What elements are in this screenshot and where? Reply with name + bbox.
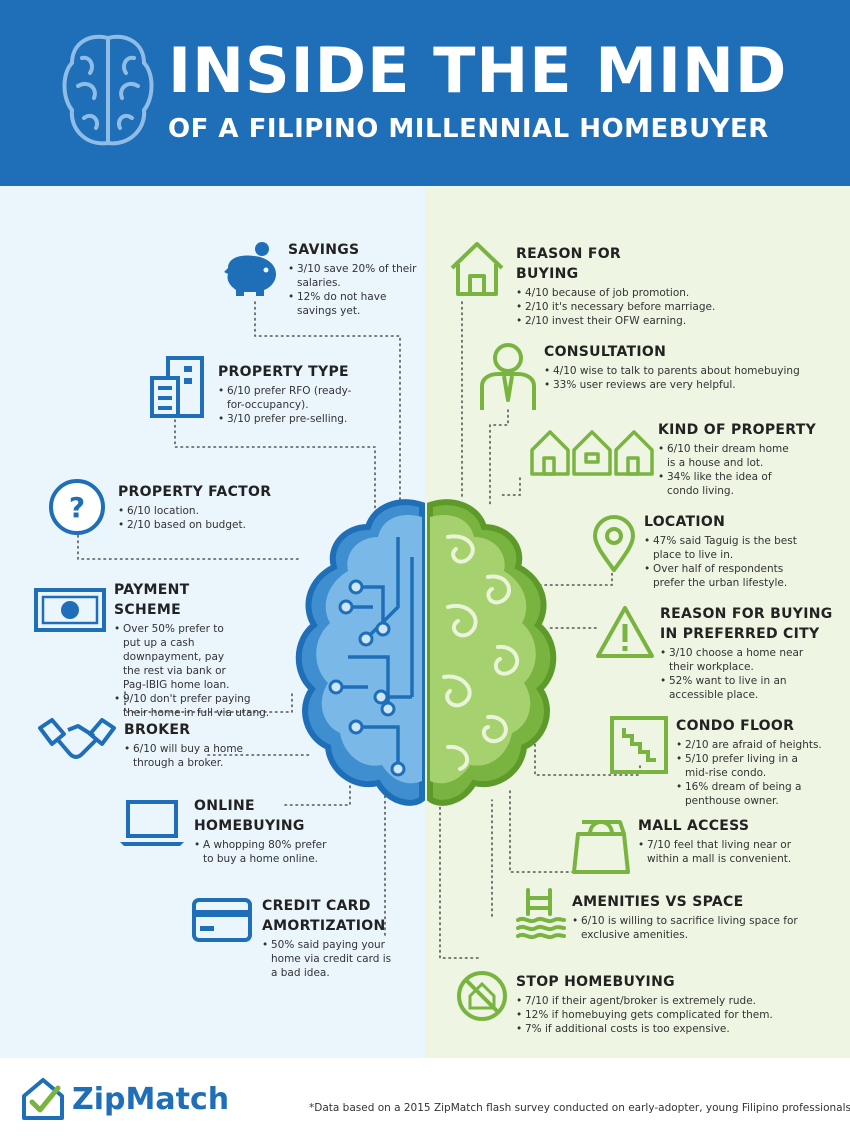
amenities-item: 6/10 is willing to sacrifice living spac… [572,914,812,942]
kind-of-property-title: KIND OF PROPERTY [658,422,817,438]
online-homebuying-title: ONLINE HOMEBUYING [194,798,305,834]
amenities-section: AMENITIES VS SPACE 6/10 is willing to sa… [572,892,822,942]
credit-card-item: 50% said paying your home via credit car… [262,938,392,980]
reason-for-buying-item: 2/10 it's necessary before marriage. [516,300,736,314]
broker-item: 6/10 will buy a home through a broker. [124,742,254,770]
consultation-title: CONSULTATION [544,344,667,360]
mall-access-title: MALL ACCESS [638,818,750,834]
stop-homebuying-item: 7/10 if their agent/broker is extremely … [516,994,786,1008]
page-subtitle: OF A FILIPINO MILLENNIAL HOMEBUYER [168,114,769,144]
reason-for-buying-title: REASON FOR BUYING [516,246,621,282]
property-factor-section: PROPERTY FACTOR 6/10 location. 2/10 base… [118,482,318,532]
kind-of-property-item: 34% like the idea of condo living. [658,470,788,498]
kind-of-property-section: KIND OF PROPERTY 6/10 their dream home i… [658,420,828,498]
kind-of-property-item: 6/10 their dream home is a house and lot… [658,442,798,470]
reason-city-title: REASON FOR BUYING IN PREFERRED CITY [660,606,833,642]
location-item: 47% said Taguig is the best place to liv… [644,534,804,562]
header-banner: INSIDE THE MIND OF A FILIPINO MILLENNIAL… [0,0,850,186]
condo-floor-section: CONDO FLOOR 2/10 are afraid of heights. … [676,716,836,808]
center-brain-icon [295,499,557,806]
house-icon [450,242,504,296]
condo-floor-item: 5/10 prefer living in a mid-rise condo. [676,752,806,780]
no-house-icon [457,971,507,1021]
cash-icon [34,588,106,632]
savings-title: SAVINGS [288,242,360,258]
building-icon [150,356,204,418]
property-factor-item: 2/10 based on budget. [118,518,318,532]
consultation-item: 33% user reviews are very helpful. [544,378,814,392]
zipmatch-logo[interactable]: ZipMatch [72,1082,230,1117]
payment-scheme-item: Over 50% prefer to put up a cash downpay… [114,622,244,692]
property-type-item: 6/10 prefer RFO (ready-for-occupancy). [218,384,358,412]
payment-scheme-title: PAYMENT SCHEME [114,582,190,618]
warning-icon [596,606,654,658]
property-factor-item: 6/10 location. [118,504,318,518]
savings-section: SAVINGS 3/10 save 20% of their salaries.… [288,240,418,318]
reason-for-buying-item: 2/10 invest their OFW earning. [516,314,736,328]
consultation-section: CONSULTATION 4/10 wise to talk to parent… [544,342,814,392]
mall-access-section: MALL ACCESS 7/10 feel that living near o… [638,816,818,866]
reason-city-section: REASON FOR BUYING IN PREFERRED CITY 3/10… [660,604,840,702]
shopping-bag-icon [572,820,630,874]
property-type-title: PROPERTY TYPE [218,364,349,380]
credit-card-section: CREDIT CARD AMORTIZATION 50% said paying… [262,896,412,980]
stairs-icon [610,716,668,774]
businessman-icon [480,343,536,410]
piggy-bank-icon [224,242,276,296]
reason-city-item: 3/10 choose a home near their workplace. [660,646,810,674]
stop-homebuying-title: STOP HOMEBUYING [516,974,675,990]
page-title: INSIDE THE MIND [168,34,788,107]
broker-section: BROKER 6/10 will buy a home through a br… [124,720,274,770]
location-pin-icon [592,514,636,572]
payment-scheme-section: PAYMENT SCHEME Over 50% prefer to put up… [114,580,269,720]
stop-homebuying-item: 7% if additional costs is too expensive. [516,1022,786,1036]
pool-icon [516,888,566,940]
reason-for-buying-item: 4/10 because of job promotion. [516,286,736,300]
condo-floor-item: 2/10 are afraid of heights. [676,738,836,752]
reason-for-buying-section: REASON FOR BUYING 4/10 because of job pr… [516,244,736,328]
property-type-section: PROPERTY TYPE 6/10 prefer RFO (ready-for… [218,362,408,426]
payment-scheme-item: 9/10 don't prefer paying their home in f… [114,692,274,720]
property-type-item: 3/10 prefer pre-selling. [218,412,408,426]
credit-card-title: CREDIT CARD AMORTIZATION [262,898,386,934]
online-homebuying-item: A whopping 80% prefer to buy a home onli… [194,838,334,866]
reason-city-item: 52% want to live in an accessible place. [660,674,800,702]
handshake-icon [38,718,116,759]
location-section: LOCATION 47% said Taguig is the best pla… [644,512,814,590]
location-item: Over half of respondents prefer the urba… [644,562,794,590]
mall-access-item: 7/10 feel that living near or within a m… [638,838,808,866]
svg-text:?: ? [69,491,85,524]
consultation-item: 4/10 wise to talk to parents about homeb… [544,364,814,378]
location-title: LOCATION [644,514,726,530]
amenities-title: AMENITIES VS SPACE [572,894,744,910]
zipmatch-logo-icon [22,1078,64,1120]
broker-title: BROKER [124,722,191,738]
footnote: *Data based on a 2015 ZipMatch flash sur… [309,1102,850,1114]
stop-homebuying-item: 12% if homebuying gets complicated for t… [516,1008,786,1022]
laptop-icon [120,800,184,846]
footer [0,1058,850,1140]
brain-icon [62,34,154,146]
online-homebuying-section: ONLINE HOMEBUYING A whopping 80% prefer … [194,796,344,866]
condo-floor-item: 16% dream of being a penthouse owner. [676,780,826,808]
savings-item: 12% do not have savings yet. [288,290,418,318]
credit-card-icon [192,898,252,942]
houses-icon [530,430,654,476]
savings-item: 3/10 save 20% of their salaries. [288,262,418,290]
question-mark-icon: ? [49,479,105,535]
stop-homebuying-section: STOP HOMEBUYING 7/10 if their agent/brok… [516,972,786,1036]
condo-floor-title: CONDO FLOOR [676,718,795,734]
property-factor-title: PROPERTY FACTOR [118,484,272,500]
